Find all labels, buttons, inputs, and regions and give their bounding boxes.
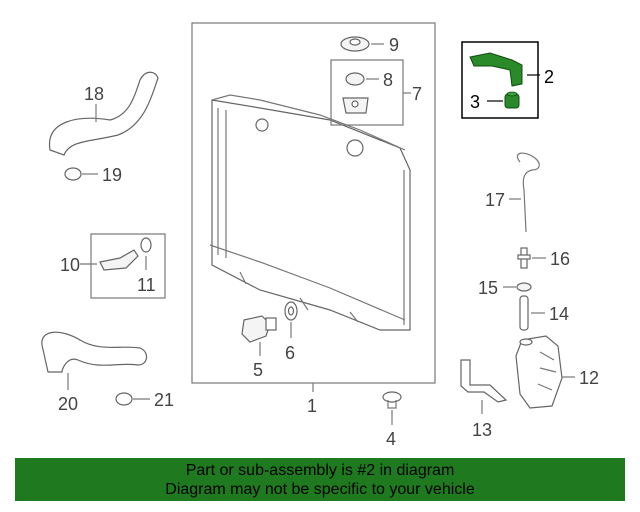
callout-6: 6 bbox=[285, 343, 295, 363]
callout-16: 16 bbox=[550, 249, 570, 269]
part-20-lower-hose[interactable] bbox=[41, 331, 148, 373]
part-15-cushion[interactable] bbox=[516, 282, 532, 292]
part-4-clip[interactable] bbox=[382, 391, 402, 409]
part-6-o-ring[interactable] bbox=[284, 301, 298, 321]
callout-3: 3 bbox=[470, 92, 480, 112]
part-5-fitting[interactable] bbox=[241, 315, 277, 343]
callout-12: 12 bbox=[579, 368, 599, 388]
callout-14: 14 bbox=[549, 304, 569, 324]
callout-11: 11 bbox=[137, 275, 156, 295]
part-10-drain-plug[interactable] bbox=[99, 249, 139, 271]
callout-8: 8 bbox=[383, 70, 393, 90]
part-21-clamp[interactable] bbox=[115, 392, 133, 406]
callout-19: 19 bbox=[102, 165, 122, 185]
part-2-bracket[interactable] bbox=[469, 52, 523, 87]
parts-diagram: 9 8 7 2 3 18 19 10 11 bbox=[41, 22, 599, 449]
part-8-cushion[interactable] bbox=[345, 72, 365, 86]
callout-15: 15 bbox=[478, 278, 498, 298]
notice-line-2: Diagram may not be specific to your vehi… bbox=[165, 481, 475, 498]
callout-13: 13 bbox=[472, 420, 492, 440]
part-11-o-ring[interactable] bbox=[140, 237, 152, 253]
callout-2: 2 bbox=[544, 67, 554, 87]
radiator[interactable] bbox=[209, 94, 411, 331]
part-3-grommet[interactable] bbox=[504, 91, 520, 109]
callout-5: 5 bbox=[253, 360, 263, 380]
part-14-pipe[interactable] bbox=[519, 295, 529, 331]
notice-line-1: Part or sub-assembly is #2 in diagram bbox=[185, 462, 455, 479]
part-18-upper-hose[interactable] bbox=[49, 71, 159, 156]
part-13-bracket[interactable] bbox=[460, 359, 508, 403]
part-notice-banner: Part or sub-assembly is #2 in diagram Di… bbox=[15, 458, 625, 501]
callout-1: 1 bbox=[307, 396, 317, 416]
part-16-bolt[interactable] bbox=[517, 247, 531, 269]
callout-7: 7 bbox=[412, 84, 422, 104]
part-10-box bbox=[90, 233, 166, 299]
part-17-reserve-hose[interactable] bbox=[516, 152, 540, 233]
callout-17: 17 bbox=[485, 190, 505, 210]
callout-10: 10 bbox=[60, 255, 80, 275]
callout-21: 21 bbox=[154, 390, 174, 410]
part-12-reserve-tank[interactable] bbox=[515, 335, 563, 409]
callout-20: 20 bbox=[58, 394, 78, 414]
callout-9: 9 bbox=[389, 35, 399, 55]
callout-18: 18 bbox=[84, 84, 104, 104]
part-2-box bbox=[461, 41, 539, 119]
part-19-clamp[interactable] bbox=[64, 167, 82, 181]
part-7-bracket[interactable] bbox=[342, 97, 369, 114]
part-9-cushion[interactable] bbox=[340, 36, 370, 52]
callout-4: 4 bbox=[386, 429, 396, 449]
